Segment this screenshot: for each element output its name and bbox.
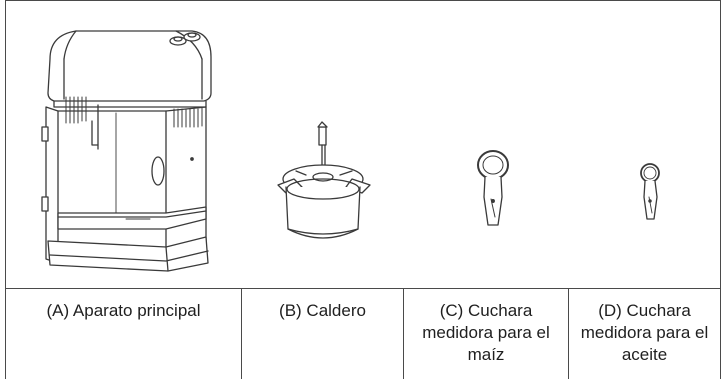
main-unit-illustration [41,30,212,272]
part-d-label-cell: (D) Cuchara medidora para el aceite [568,288,721,379]
oil-spoon-illustration [640,163,660,220]
corn-spoon-illustration [477,150,509,226]
part-c-label: (C) Cuchara medidora para el maíz [422,301,550,364]
part-b-label-cell: (B) Caldero [241,288,404,379]
part-b-label: (B) Caldero [279,301,366,320]
part-d-label: (D) Cuchara medidora para el aceite [580,301,709,364]
part-a-label: (A) Aparato principal [46,301,201,320]
parts-illustration [41,30,660,272]
part-c-label-cell: (C) Cuchara medidora para el maíz [403,288,569,379]
part-a-label-cell: (A) Aparato principal [5,288,242,379]
kettle-illustration [277,121,371,239]
parts-table: (A) Aparato principal (B) Caldero (C) Cu… [5,0,721,379]
parts-illustration-cell [5,0,721,289]
